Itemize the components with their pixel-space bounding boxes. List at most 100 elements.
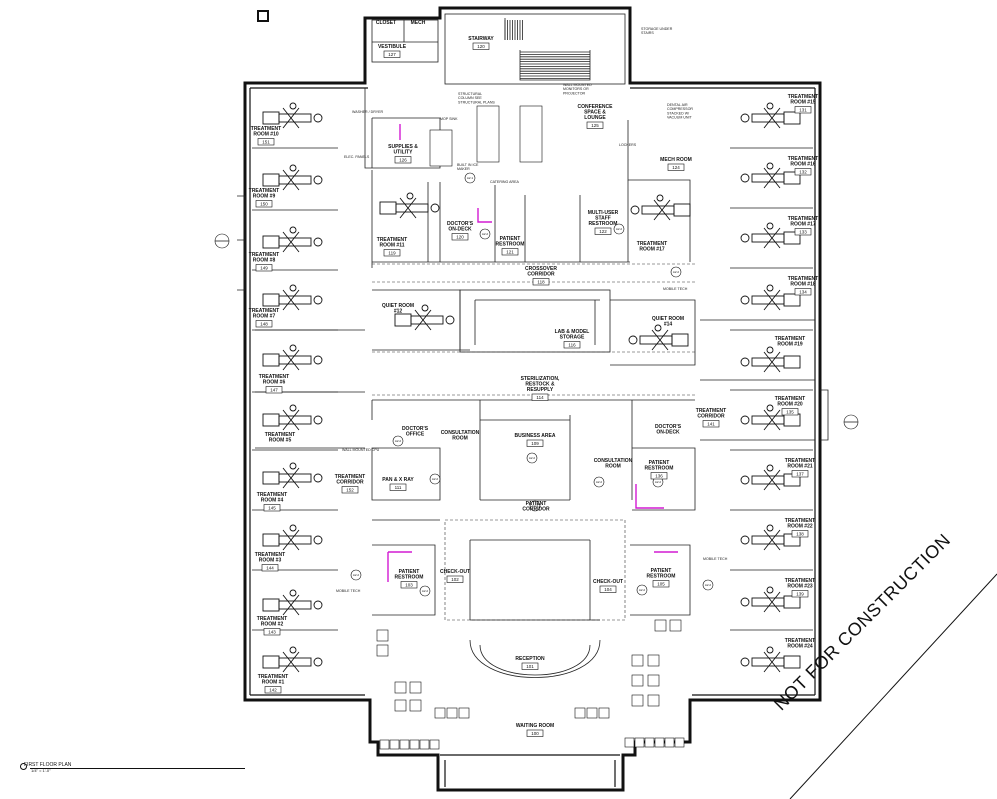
room-number: 143 — [268, 630, 276, 635]
elevation-tag — [636, 584, 648, 596]
dental-chair — [262, 462, 323, 489]
conference-tables — [429, 105, 543, 167]
note-mop-sink: MOP SINK — [440, 117, 458, 121]
waiting-chair — [394, 699, 407, 712]
room-number: 126 — [399, 158, 407, 163]
treatment-room-dividers — [252, 147, 813, 631]
waiting-chair — [647, 654, 660, 667]
room-number-box — [255, 200, 273, 208]
room-number-box — [652, 580, 670, 588]
room-number: 151 — [262, 140, 270, 145]
elevation-tag — [702, 579, 714, 591]
waiting-chair — [634, 737, 645, 748]
room-number-box — [650, 472, 668, 480]
room-number: 135 — [786, 410, 794, 415]
room-label: STAIRWAY — [468, 36, 494, 42]
dental-chair — [394, 304, 455, 331]
plan-scale: 1/4" = 1'-0" — [31, 768, 51, 773]
dental-chair — [740, 162, 801, 189]
room-number-box — [446, 575, 464, 583]
elevation-tag-text: A2.2 — [673, 270, 680, 274]
room-quiet14: QUIET ROOM#14 — [652, 316, 684, 328]
room-number: 118 — [537, 280, 545, 285]
room-number: 152 — [346, 488, 354, 493]
elevation-tag-text: A2.1 — [467, 176, 474, 180]
plan-title: FIRST FLOOR PLAN — [24, 762, 72, 768]
room-number-box — [400, 581, 418, 589]
dental-chair — [740, 646, 801, 673]
room-number: 111 — [395, 485, 402, 490]
dental-chair — [628, 324, 689, 351]
waiting-chair — [446, 707, 458, 719]
waiting-chair — [376, 644, 389, 657]
room-number-box — [599, 585, 617, 593]
room-label: VESTIBULE — [378, 44, 407, 50]
elevation-tag-text: A2.2 — [655, 480, 662, 484]
room-number: 121 — [506, 250, 514, 255]
room-number: 139 — [796, 592, 804, 597]
room-number: 133 — [799, 230, 807, 235]
sheet-corner-mark — [257, 10, 269, 22]
elevation-tag — [479, 228, 491, 240]
room-number-box — [791, 470, 809, 478]
elevation-tag-text: A2.2 — [422, 589, 429, 593]
waiting-chair — [644, 737, 655, 748]
room-number: 142 — [269, 688, 277, 693]
note-wall-mounted-cpu: WALL MOUNTED CPU — [342, 448, 380, 452]
room-label: MECH ROOM — [660, 157, 692, 163]
waiting-chair — [647, 674, 660, 687]
room-quiet12: QUIET ROOM#12 — [382, 303, 414, 315]
dental-chair — [262, 102, 323, 129]
dental-chair — [740, 586, 801, 613]
room-number: 145 — [268, 506, 276, 511]
room-number: 125 — [591, 123, 599, 128]
elevation-tag-text: A2.2 — [432, 477, 439, 481]
room-label: WAITING ROOM — [516, 723, 554, 729]
room-number-box — [521, 662, 539, 670]
waiting-chair — [647, 694, 660, 707]
room-number-box — [255, 264, 273, 272]
room-label: RECEPTION — [515, 656, 545, 662]
room-label: QUIET ROOM#12 — [382, 303, 414, 315]
elevation-tag — [529, 500, 541, 512]
room-number-box — [265, 386, 283, 394]
room-number-box — [383, 50, 401, 58]
waiting-chair — [631, 694, 644, 707]
room-number-box — [257, 138, 275, 146]
room-number-box — [383, 249, 401, 257]
